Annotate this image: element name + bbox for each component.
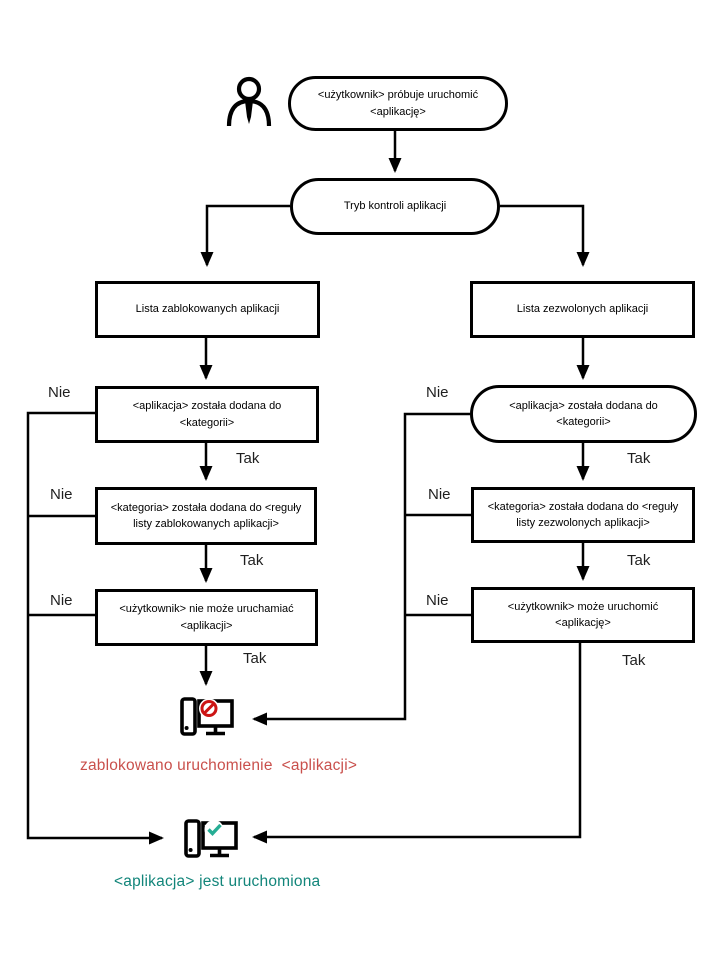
mode-node: Tryb kontroli aplikacji (290, 178, 500, 235)
edge-label-no: Nie (426, 384, 449, 401)
edge-label-no: Nie (50, 486, 73, 503)
running-outcome-text: <aplikacja> jest uruchomiona (114, 873, 321, 890)
left-app-in-category-label: <aplikacja> została dodana do <kategorii… (132, 400, 282, 429)
blocked-list-label: Lista zablokowanych aplikacji (135, 303, 280, 316)
left-category-in-rule-node: <kategoria> została dodana do <reguły li… (95, 487, 317, 545)
start-node: <użytkownik> próbuje uruchomić <aplikacj… (288, 76, 508, 131)
running-computer-icon (182, 814, 240, 871)
right-user-can-run-node: <użytkownik> może uruchomić <aplikację> (471, 587, 695, 643)
edge-label-no: Nie (426, 592, 449, 609)
edge-label-yes: Tak (240, 552, 264, 569)
start-node-label: <użytkownik> próbuje uruchomić <aplikacj… (317, 89, 479, 118)
user-icon (224, 76, 274, 133)
right-user-can-run-label: <użytkownik> może uruchomić <aplikację> (507, 600, 659, 630)
edge-label-yes: Tak (243, 650, 267, 667)
edge-label-yes: Tak (622, 652, 646, 669)
edge-label-yes: Tak (627, 450, 651, 467)
allowed-list-label: Lista zezwolonych aplikacji (516, 303, 649, 316)
left-category-in-rule-label: <kategoria> została dodana do <reguły li… (110, 501, 302, 531)
left-user-cannot-run-label: <użytkownik> nie może uruchamiać <aplika… (119, 603, 294, 632)
blocked-list-node: Lista zablokowanych aplikacji (95, 281, 320, 338)
left-app-in-category-node: <aplikacja> została dodana do <kategorii… (95, 386, 319, 443)
right-app-in-category-label: <aplikacja> została dodana do <kategorii… (509, 399, 658, 429)
blocked-outcome-text: zablokowano uruchomienie <aplikacji> (80, 757, 358, 774)
right-category-in-rule-label: <kategoria> została dodana do <reguły li… (487, 500, 679, 530)
edge-label-no: Nie (48, 384, 71, 401)
edge-label-no: Nie (50, 592, 73, 609)
left-user-cannot-run-node: <użytkownik> nie może uruchamiać <aplika… (95, 589, 318, 646)
mode-node-label: Tryb kontroli aplikacji (343, 200, 447, 213)
edge-label-yes: Tak (236, 450, 260, 467)
edge-label-no: Nie (428, 486, 451, 503)
blocked-computer-icon (178, 692, 236, 749)
right-category-in-rule-node: <kategoria> została dodana do <reguły li… (471, 487, 695, 543)
allowed-list-node: Lista zezwolonych aplikacji (470, 281, 695, 338)
right-app-in-category-node: <aplikacja> została dodana do <kategorii… (470, 385, 697, 443)
edge-label-yes: Tak (627, 552, 651, 569)
